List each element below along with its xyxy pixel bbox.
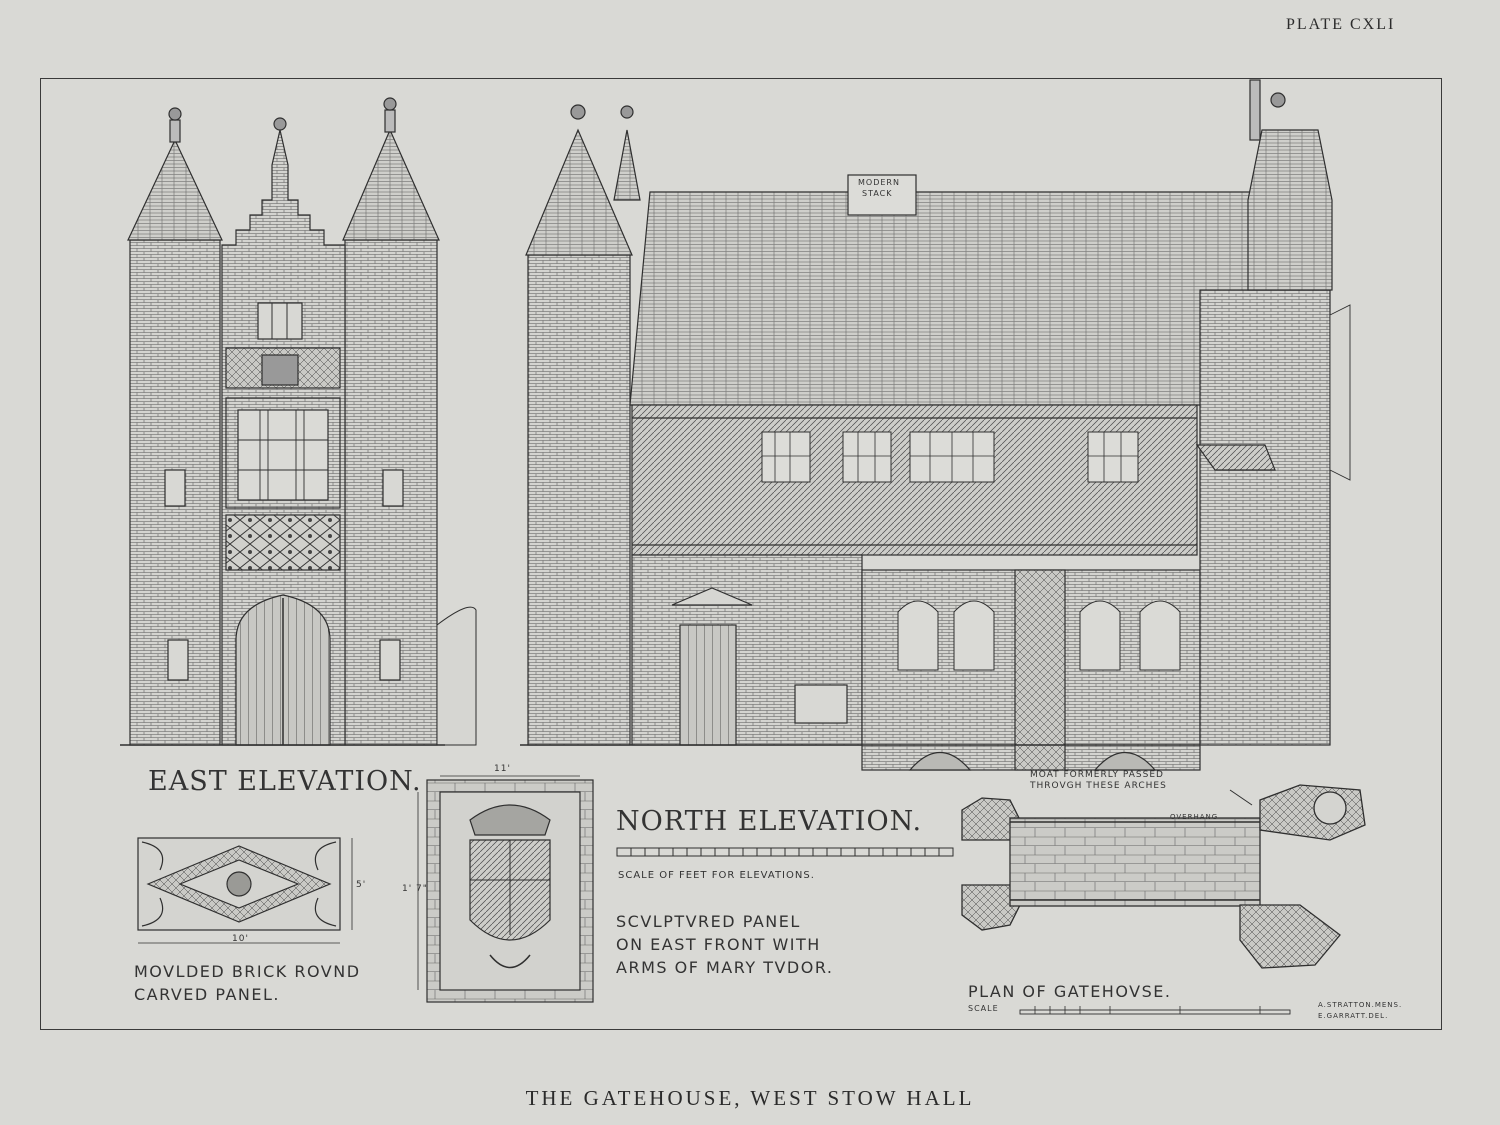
signature-2: E.GARRATT.DEL. bbox=[1318, 1012, 1389, 1020]
panel-label-line2: CARVED PANEL. bbox=[134, 985, 280, 1004]
sculptured-label-line2: ON EAST FRONT WITH bbox=[616, 935, 821, 954]
elevation-scale-label: SCALE OF FEET FOR ELEVATIONS. bbox=[618, 870, 815, 881]
east-elevation-label: EAST ELEVATION. bbox=[148, 766, 422, 797]
drawing-frame bbox=[40, 78, 1442, 1030]
dim-5: 5' bbox=[356, 880, 367, 890]
plan-label: PLAN OF GATEHOVSE. bbox=[968, 982, 1172, 1001]
plate-number: PLATE CXLI bbox=[1286, 16, 1396, 33]
moat-note-line2: THROVGH THESE ARCHES bbox=[1030, 781, 1167, 791]
plan-scale-label: SCALE bbox=[968, 1004, 999, 1013]
carved-panel-drawing bbox=[137, 837, 353, 944]
dim-10: 10' bbox=[232, 934, 249, 944]
dim-1-7: 1' 7" bbox=[402, 884, 428, 894]
north-elevation-drawing bbox=[520, 79, 1351, 771]
signature-1: A.STRATTON.MENS. bbox=[1318, 1001, 1403, 1009]
gatehouse-plan-drawing bbox=[961, 784, 1366, 1015]
moat-note-line1: MOAT FORMERLY PASSED bbox=[1030, 770, 1164, 780]
elevation-scale-bar bbox=[616, 847, 954, 857]
dim-11: 11' bbox=[494, 764, 511, 774]
sculptured-panel-drawing bbox=[417, 775, 594, 1003]
sculptured-label-line3: ARMS OF MARY TVDOR. bbox=[616, 958, 834, 977]
modern-stack-label-2: STACK bbox=[862, 189, 893, 198]
north-elevation-label: NORTH ELEVATION. bbox=[616, 806, 923, 837]
panel-label-line1: MOVLDED BRICK ROVND bbox=[134, 962, 361, 981]
modern-stack-label-1: MODERN bbox=[858, 178, 900, 187]
east-elevation-drawing bbox=[120, 97, 477, 746]
plate-caption: THE GATEHOUSE, WEST STOW HALL bbox=[525, 1086, 975, 1110]
overhang-label: OVERHANG bbox=[1170, 813, 1219, 821]
sculptured-label-line1: SCVLPTVRED PANEL bbox=[616, 912, 801, 931]
